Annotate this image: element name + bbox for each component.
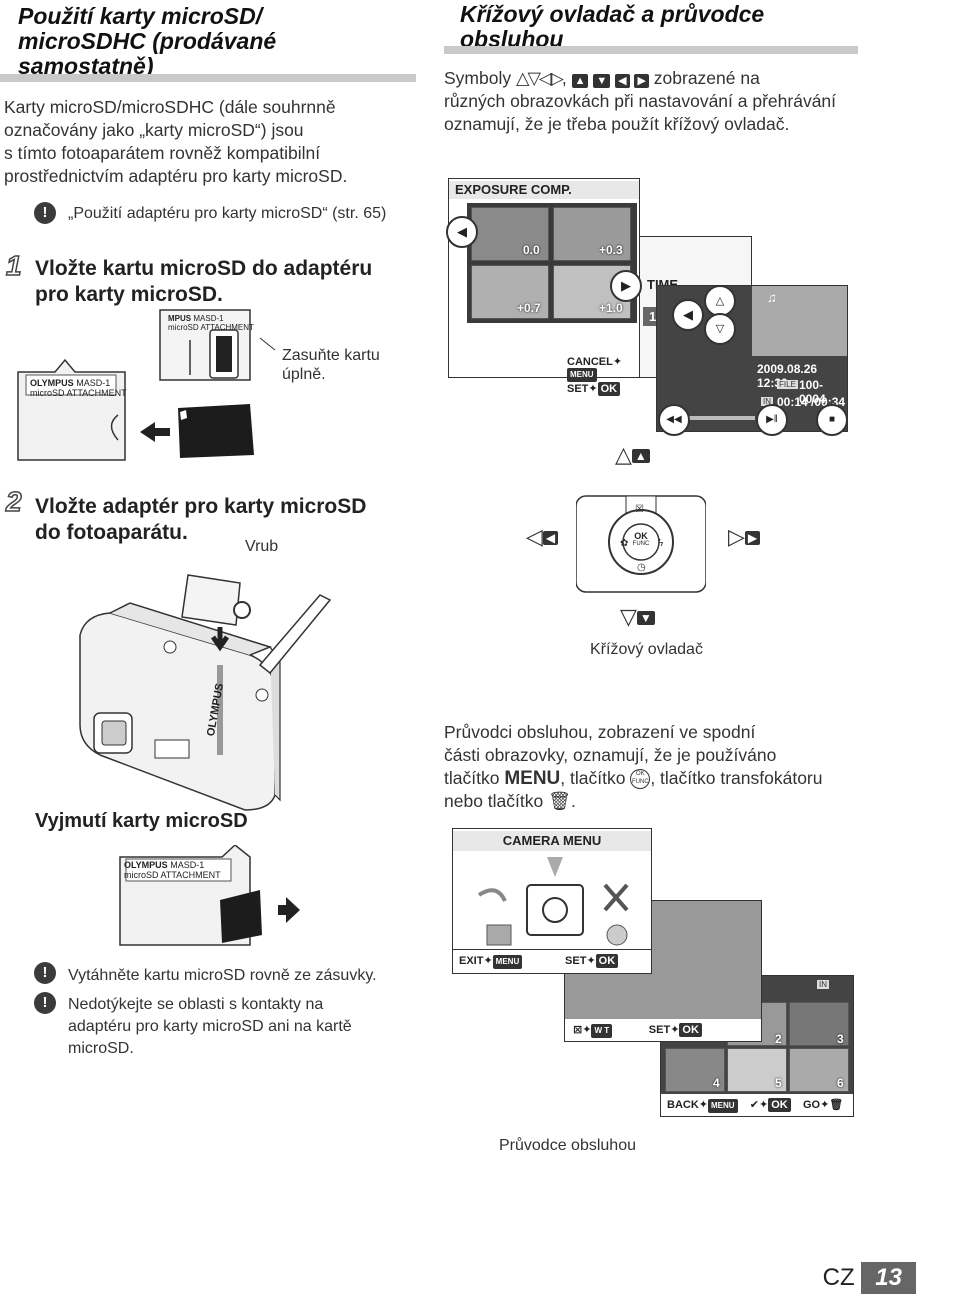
insert-fully-label: Zasuňte kartu úplně. xyxy=(282,347,380,383)
right-section-title: Křížový ovladač a průvodce obsluhou xyxy=(460,1,765,52)
up-arrow-icon: △▲ xyxy=(615,442,650,468)
removal-title: Vyjmutí karty microSD xyxy=(35,810,248,832)
dpad-caption: Křížový ovladač xyxy=(590,641,703,658)
note-adapter-reference: „Použití adaptéru pro karty microSD“ (st… xyxy=(68,205,387,222)
adapter-main xyxy=(17,358,126,461)
screen-thumbnails: IN 2 3 4 5 6 BACK✦MENU ✔✦OK GO✦🗑 xyxy=(660,975,854,1117)
zoom-footer: ⊠✦W T SET✦OK xyxy=(565,1019,761,1041)
exposure-thumbs: 0.0 +0.3 +0.7 +1.0 xyxy=(467,203,637,323)
camera-illustration xyxy=(79,574,332,811)
left-section-title: Použití karty microSD/ microSDHC (prodáv… xyxy=(18,3,277,79)
page-footer: CZ 13 xyxy=(823,1262,916,1294)
camera-menu-icons xyxy=(477,857,629,946)
step-1-number: 1 xyxy=(5,249,22,282)
in-badge: IN xyxy=(761,397,773,406)
grid-thumb-3 xyxy=(789,1002,849,1046)
left-arrow-icon: ◁◀ xyxy=(526,524,559,550)
adapter-label-main: OLYMPUS MASD-1 microSD ATTACHMENT xyxy=(30,378,127,398)
num-4: 4 xyxy=(713,1076,720,1090)
down-button-icon: ▽ xyxy=(704,313,736,345)
symbols-paragraph: Symboly △▽◁▷, ▲ ▼ ◀ ▶ zobrazené na různý… xyxy=(444,68,837,134)
right-title-underline xyxy=(444,46,858,54)
value-0: 0.0 xyxy=(523,243,540,257)
thumb-2 xyxy=(471,265,549,319)
right-button-icon: ▶ xyxy=(610,270,642,302)
playback-progress-bar xyxy=(665,416,755,420)
value-1: +0.3 xyxy=(599,243,623,257)
removal-illustration xyxy=(119,845,300,946)
stop-button-icon: ■ xyxy=(816,404,848,436)
camera-menu-title: CAMERA MENU xyxy=(453,831,651,851)
music-icon: ♫ xyxy=(767,290,777,305)
svg-text:ϟ: ϟ xyxy=(658,538,664,549)
screen-exposure-comp: EXPOSURE COMP. 0.0 +0.3 +0.7 +1.0 CANCEL… xyxy=(448,178,640,396)
value-2: +0.7 xyxy=(517,301,541,315)
removal-adapter-label: OLYMPUS MASD-1 microSD ATTACHMENT xyxy=(124,860,221,880)
step-2-text: Vložte adaptér pro karty microSD do foto… xyxy=(35,495,367,544)
left-title-underline xyxy=(0,74,416,82)
removal-note-1: Vytáhněte kartu microSD rovně ze zásuvky… xyxy=(68,967,377,984)
adapter-label-top: MPUS MASD-1 microSD ATTACHMENT xyxy=(168,314,254,332)
guide-paragraph: Průvodci obsluhou, zobrazení ve spodní č… xyxy=(444,722,823,811)
right-arrow-icon: ▷▶ xyxy=(728,524,761,550)
svg-text:✿: ✿ xyxy=(620,538,628,549)
left-time-button-icon: ◀ xyxy=(672,299,704,331)
dpad-ok-label: OK FUNC xyxy=(632,531,650,548)
num-6: 6 xyxy=(837,1076,844,1090)
down-arrow-icon: ▽▼ xyxy=(620,604,655,630)
playback-photo xyxy=(752,286,847,356)
camera-menu-footer: EXIT✦MENU SET✦OK xyxy=(453,949,651,971)
button-symbols-icon: ▲ ▼ ◀ ▶ xyxy=(571,68,649,88)
thumb-1 xyxy=(553,207,631,261)
num-2: 2 xyxy=(775,1032,782,1046)
svg-text:☒: ☒ xyxy=(635,504,644,515)
exposure-title: EXPOSURE COMP. xyxy=(449,181,639,199)
thumb-0 xyxy=(471,207,549,261)
arrow-pad-icon: ✿ ϟ ◷ ☒ xyxy=(576,495,706,593)
num-5: 5 xyxy=(775,1076,782,1090)
left-button-icon: ◀ xyxy=(446,216,478,248)
grid-thumb-5 xyxy=(727,1048,787,1092)
rewind-button-icon: ◀◀ xyxy=(658,404,690,436)
grid-thumb-6 xyxy=(789,1048,849,1092)
caution-icon: ! xyxy=(34,992,56,1014)
grid-thumb-4 xyxy=(665,1048,725,1092)
caution-icon: ! xyxy=(34,202,56,224)
triangle-symbols-icon: △▽◁▷ xyxy=(515,68,564,88)
playback-file: 100-0004 xyxy=(799,378,826,406)
guide-caption: Průvodce obsluhou xyxy=(499,1137,636,1154)
notch-label: Vrub xyxy=(245,538,279,555)
thumbs-footer: BACK✦MENU ✔✦OK GO✦🗑 xyxy=(661,1094,853,1116)
adapter-card-illustration xyxy=(17,309,276,461)
page-number: 13 xyxy=(861,1262,916,1294)
num-3: 3 xyxy=(837,1032,844,1046)
screen-camera-menu: CAMERA MENU EXIT✦MENU SET✦OK xyxy=(452,828,652,974)
step-2-number: 2 xyxy=(5,485,22,518)
thumbs-in-badge: IN xyxy=(817,980,829,989)
file-badge: FILE xyxy=(777,380,798,389)
trash-icon: 🗑 xyxy=(548,791,571,811)
exposure-footer: CANCEL✦MENU SET✦OK xyxy=(567,356,623,396)
intro-paragraph: Karty microSD/microSDHC (dále souhrnně o… xyxy=(4,97,348,186)
svg-text:◷: ◷ xyxy=(637,562,646,573)
removal-note-2: Nedotýkejte se oblasti s kontakty na ada… xyxy=(68,996,352,1057)
value-3: +1.0 xyxy=(599,301,623,315)
caution-icon: ! xyxy=(34,962,56,984)
adapter-top-partial xyxy=(159,309,276,381)
up-button-icon: △ xyxy=(704,285,736,317)
microsd-card xyxy=(178,404,254,458)
screen-zoom: ⊠✦W T SET✦OK xyxy=(564,900,762,1042)
language-code: CZ xyxy=(822,1264,855,1291)
insert-arrow-icon xyxy=(140,422,170,442)
playpause-button-icon: ▶‖ xyxy=(756,404,788,436)
step-1-text: Vložte kartu microSD do adaptéru pro kar… xyxy=(35,257,373,306)
